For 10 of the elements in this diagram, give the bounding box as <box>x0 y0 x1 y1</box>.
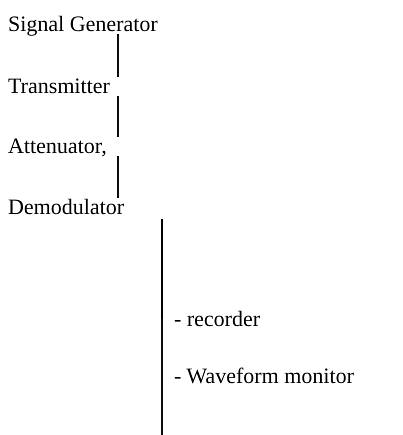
node-label: - Waveform monitor <box>163 362 354 390</box>
connector-line <box>117 34 119 77</box>
node-label: Attenuator, <box>8 132 107 160</box>
connector-line <box>117 156 119 198</box>
node-label: Demodulator <box>8 193 124 221</box>
node-label: Signal Generator <box>8 10 158 38</box>
connector-line <box>117 96 119 137</box>
connector-line <box>161 219 163 376</box>
node-label: - recorder <box>163 305 260 333</box>
node-label: Transmitter <box>8 72 110 100</box>
